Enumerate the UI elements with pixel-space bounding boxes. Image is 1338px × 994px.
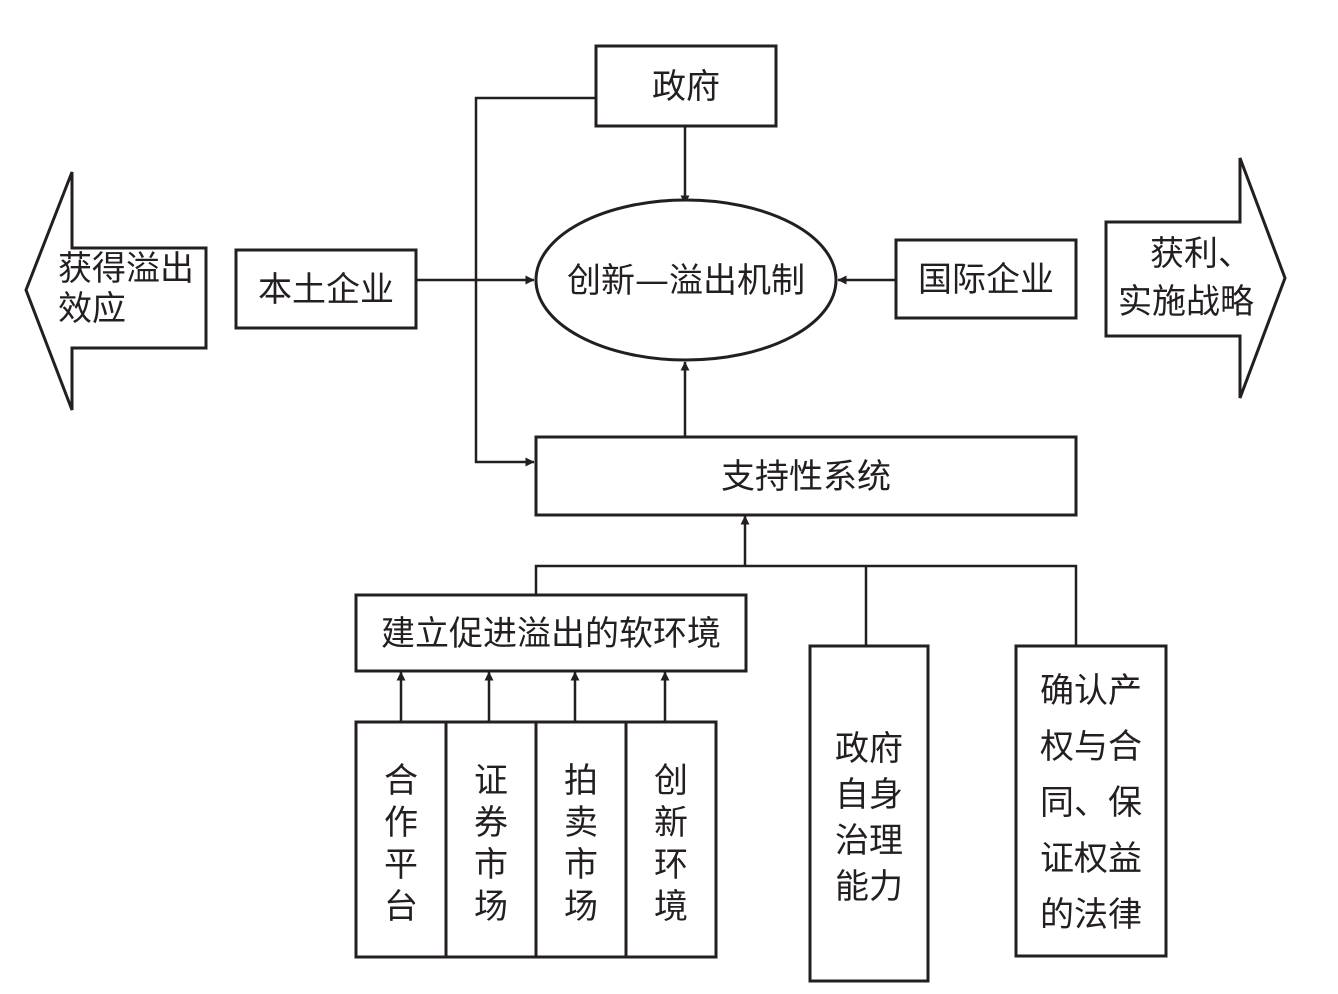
component-3-char-3: 市 (564, 845, 598, 885)
government-node: 政府 (594, 44, 778, 128)
component-3-char-4: 场 (564, 887, 598, 927)
component-2-char-3: 市 (474, 845, 508, 885)
legal-line-1: 确认产 (1040, 671, 1142, 711)
legal-line-3: 同、保 (1040, 783, 1142, 823)
component-4-char-4: 境 (654, 887, 688, 927)
soft-environment-node: 建立促进溢出的软环境 (354, 593, 748, 673)
gov-governance-line-4: 能力 (835, 867, 903, 907)
government-label: 政府 (652, 67, 720, 107)
left-outcome-line-2: 效应 (58, 289, 126, 329)
support-system-label: 支持性系统 (721, 457, 891, 497)
support-system-node: 支持性系统 (534, 435, 1078, 517)
right-outcome-line-2: 实施战略 (1118, 282, 1254, 322)
component-2-char-2: 券 (474, 803, 508, 843)
component-securities-market: 证 券 市 场 (444, 720, 538, 959)
component-4-char-3: 环 (654, 845, 688, 885)
component-3-char-2: 卖 (564, 803, 598, 843)
component-2-char-1: 证 (474, 761, 508, 801)
component-2-char-4: 场 (474, 887, 508, 927)
gov-governance-line-1: 政府 (835, 729, 903, 769)
left-outcome-arrow: 获得溢出 效应 (24, 171, 208, 411)
component-3-char-1: 拍 (564, 761, 598, 801)
component-1-char-2: 作 (384, 803, 418, 843)
local-enterprise-node: 本土企业 (234, 248, 418, 330)
connectors (396, 96, 1078, 722)
component-4-char-2: 新 (654, 803, 688, 843)
legal-line-5: 的法律 (1040, 895, 1142, 935)
component-auction-market: 拍 卖 市 场 (534, 720, 628, 959)
component-1-char-4: 台 (384, 887, 418, 927)
soft-environment-label: 建立促进溢出的软环境 (381, 614, 721, 654)
component-cooperation-platform: 合 作 平 台 (354, 720, 448, 959)
component-innovation-environment: 创 新 环 境 (624, 720, 718, 959)
legal-protection-node: 确认产 权与合 同、保 证权益 的法律 (1014, 644, 1168, 958)
gov-governance-line-3: 治理 (835, 821, 903, 861)
gov-governance-node: 政府 自身 治理 能力 (808, 644, 930, 983)
component-1-char-1: 合 (384, 761, 418, 801)
mechanism-label: 创新—溢出机制 (567, 261, 805, 301)
international-enterprise-label: 国际企业 (918, 260, 1054, 300)
legal-line-2: 权与合 (1040, 727, 1142, 767)
mechanism-node: 创新—溢出机制 (534, 198, 838, 362)
local-enterprise-label: 本土企业 (258, 270, 394, 310)
component-4-char-1: 创 (654, 761, 688, 801)
international-enterprise-node: 国际企业 (894, 238, 1078, 320)
bus-line (534, 564, 1078, 646)
legal-line-4: 证权益 (1040, 839, 1142, 879)
right-outcome-arrow: 获利、 实施战略 (1104, 157, 1287, 399)
left-outcome-line-1: 获得溢出 (58, 249, 194, 289)
gov-governance-line-2: 自身 (835, 775, 903, 815)
component-1-char-3: 平 (384, 845, 418, 885)
right-outcome-line-1: 获利、 (1150, 234, 1252, 274)
